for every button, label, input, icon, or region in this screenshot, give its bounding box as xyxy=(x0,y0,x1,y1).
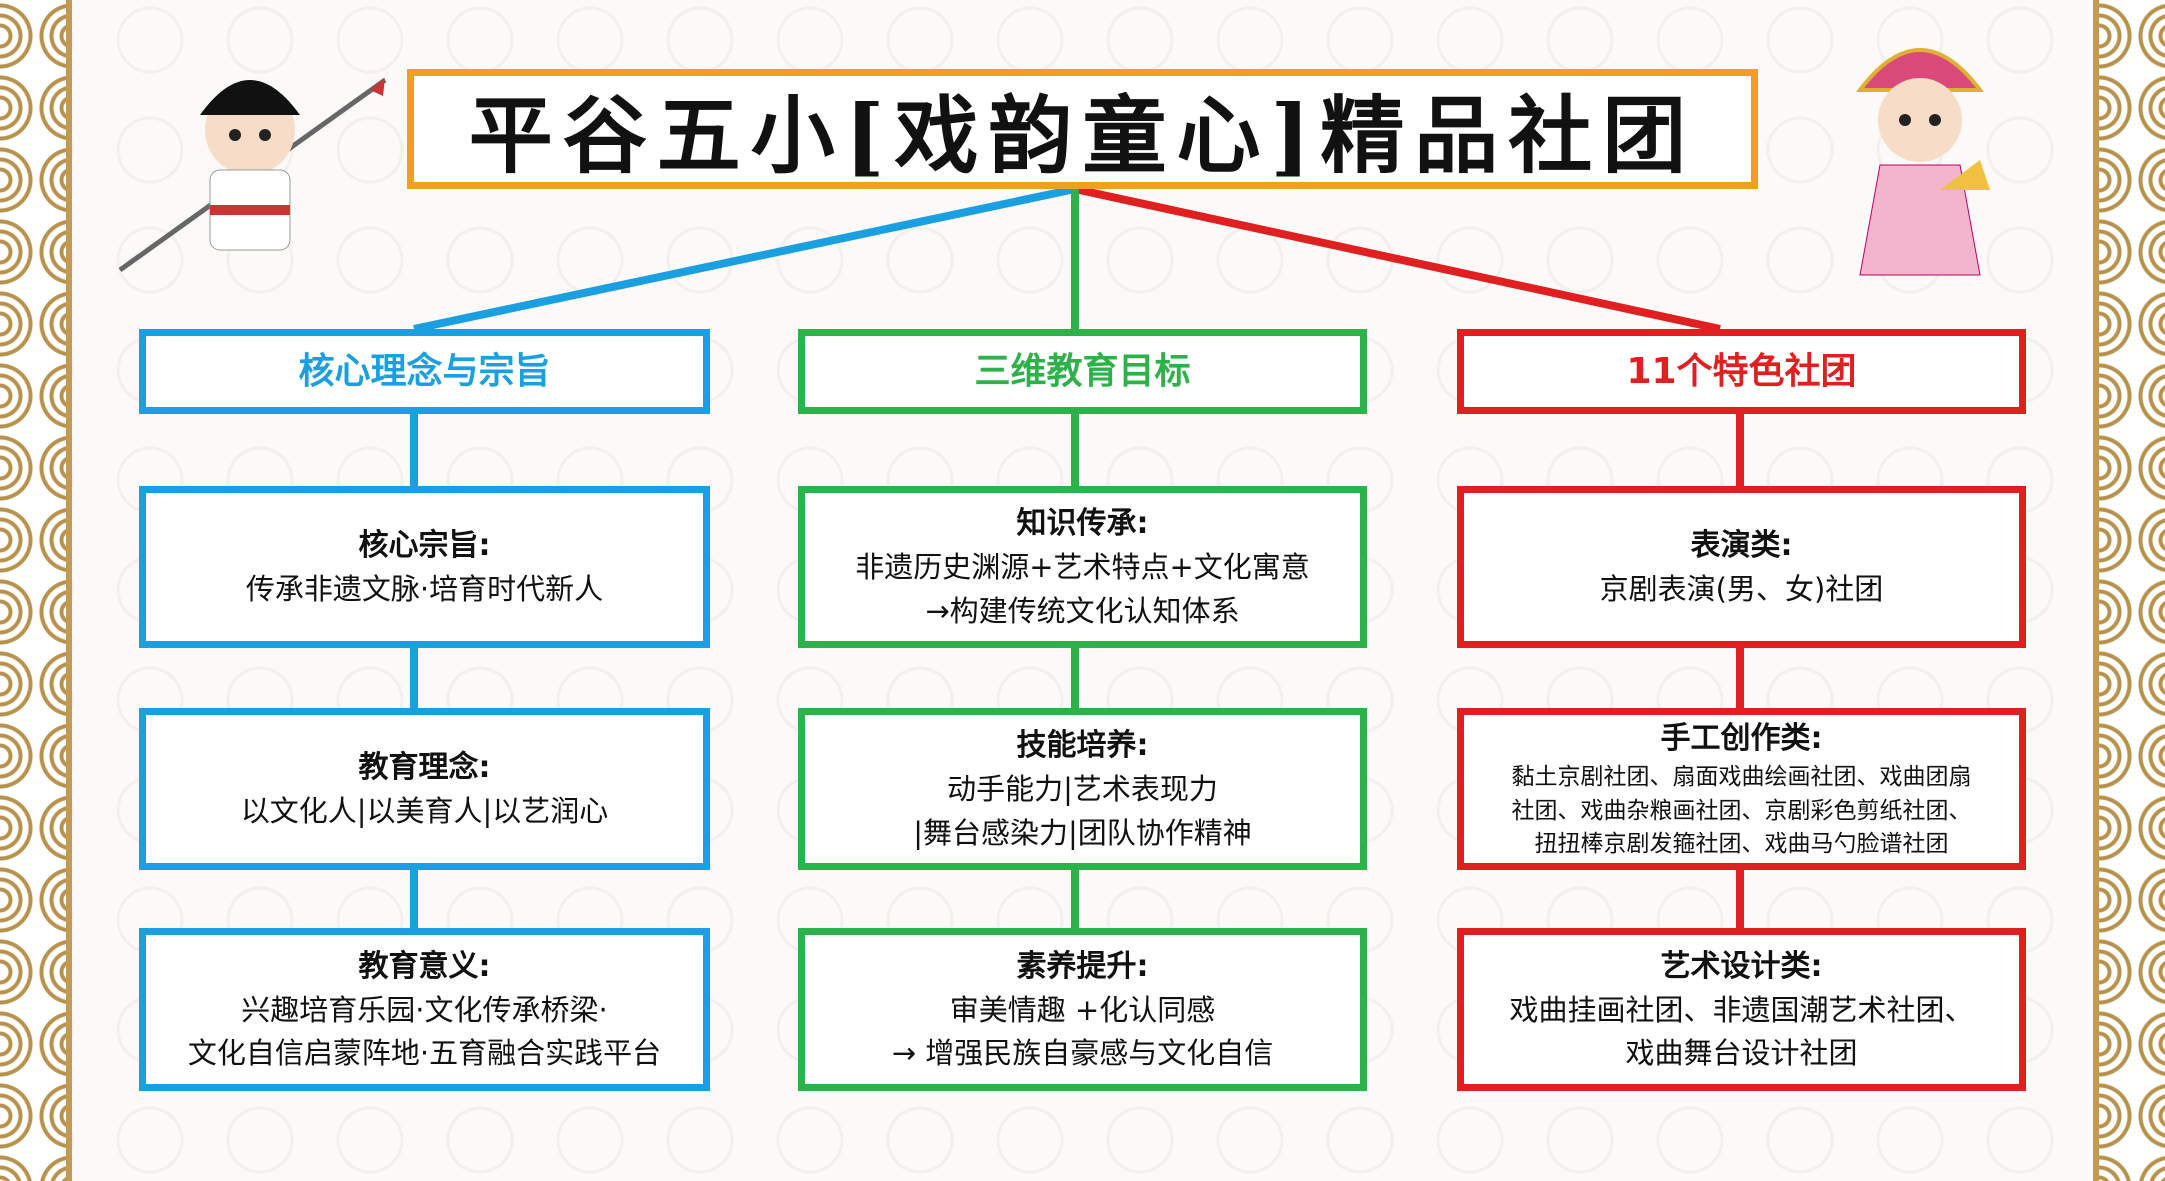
node-label: 技能培养: xyxy=(1016,728,1149,763)
header-text: 11个特色社团 xyxy=(1626,350,1857,392)
node-text: → 增强民族自豪感与文化自信 xyxy=(891,1036,1274,1070)
node-label: 手工创作类: xyxy=(1660,721,1823,757)
node-box: 素养提升: 审美情趣 +化认同感 → 增强民族自豪感与文化自信 xyxy=(798,928,1367,1091)
node-text: 戏曲舞台设计社团 xyxy=(1625,1036,1858,1070)
left-spiral-border xyxy=(0,0,72,1181)
node-text: 戏曲挂画社团、非遗国潮艺术社团、 xyxy=(1509,992,1974,1027)
node-label: 知识传承: xyxy=(1016,506,1149,541)
node-box: 知识传承: 非遗历史渊源+艺术特点+文化寓意 →构建传统文化认知体系 xyxy=(798,486,1367,648)
node-text: 审美情趣 +化认同感 xyxy=(949,992,1216,1027)
node-text: 传承非遗文脉·培育时代新人 xyxy=(245,571,604,606)
node-box: 教育理念: 以文化人|以美育人|以艺润心 xyxy=(139,708,710,870)
node-text: 以文化人|以美育人|以艺润心 xyxy=(240,793,609,828)
node-box: 技能培养: 动手能力|艺术表现力 |舞台感染力|团队协作精神 xyxy=(798,708,1367,870)
right-spiral-border xyxy=(2093,0,2165,1181)
node-label: 核心宗旨: xyxy=(358,527,491,563)
node-box: 艺术设计类: 戏曲挂画社团、非遗国潮艺术社团、戏曲舞台设计社团 xyxy=(1457,928,2026,1091)
node-text: 扭扭棒京剧发箍社团、戏曲马勺脸谱社团 xyxy=(1534,831,1949,858)
column-header-goals: 三维教育目标 xyxy=(798,329,1367,414)
node-text: 动手能力|艺术表现力 xyxy=(947,772,1218,806)
node-box: 手工创作类: 黏土京剧社团、扇面戏曲绘画社团、戏曲团扇社团、戏曲杂粮画社团、京剧彩… xyxy=(1457,708,2026,870)
connector-red xyxy=(1074,185,1721,333)
node-text: |舞台感染力|团队协作精神 xyxy=(913,815,1252,850)
header-text: 三维教育目标 xyxy=(974,350,1191,392)
node-text: 京剧表演(男、女)社团 xyxy=(1599,571,1884,606)
node-box: 核心宗旨: 传承非遗文脉·培育时代新人 xyxy=(139,486,710,648)
node-text: 黏土京剧社团、扇面戏曲绘画社团、戏曲团扇 xyxy=(1511,764,1972,791)
node-label: 素养提升: xyxy=(1016,948,1149,984)
node-label: 艺术设计类: xyxy=(1660,948,1823,984)
node-text: 文化自信启蒙阵地·五育融合实践平台 xyxy=(187,1036,662,1070)
header-text: 核心理念与宗旨 xyxy=(298,350,551,392)
opera-warrior-illustration xyxy=(118,77,387,273)
column-header-clubs: 11个特色社团 xyxy=(1457,329,2026,414)
column-header-core: 核心理念与宗旨 xyxy=(139,329,710,414)
opera-maiden-illustration xyxy=(1855,48,1990,276)
node-text: →构建传统文化认知体系 xyxy=(925,593,1240,628)
node-box: 教育意义: 兴趣培育乐园·文化传承桥梁· 文化自信启蒙阵地·五育融合实践平台 xyxy=(139,928,710,1091)
node-text: 社团、戏曲杂粮画社团、京剧彩色剪纸社团、 xyxy=(1511,797,1972,824)
node-label: 教育理念: xyxy=(358,749,491,785)
node-text: 非遗历史渊源+艺术特点+文化寓意 xyxy=(855,550,1310,584)
node-label: 表演类: xyxy=(1690,527,1793,563)
connector-blue xyxy=(413,185,1076,333)
node-text: 兴趣培育乐园·文化传承桥梁· xyxy=(241,992,608,1027)
node-box: 表演类: 京剧表演(男、女)社团 xyxy=(1457,486,2026,648)
node-label: 教育意义: xyxy=(358,948,491,984)
page-title: 平谷五小[戏韵童心]精品社团 xyxy=(407,69,1758,189)
